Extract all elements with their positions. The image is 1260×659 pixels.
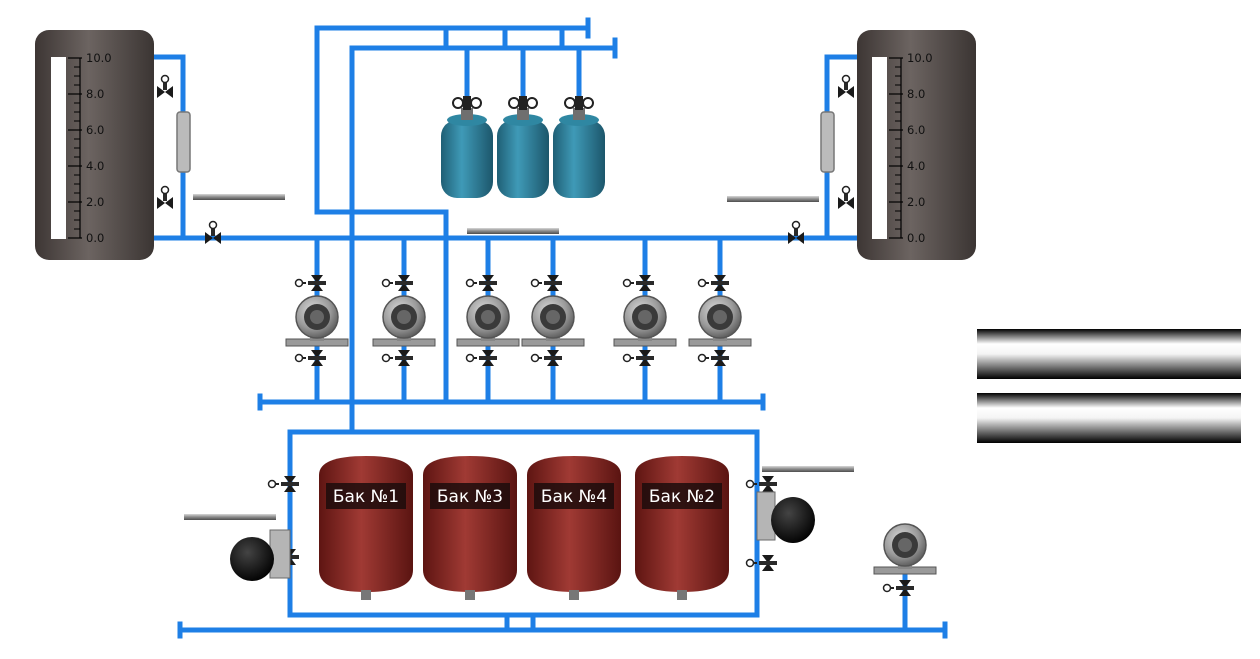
valve-icon[interactable] bbox=[882, 580, 915, 596]
valve-icon[interactable] bbox=[205, 220, 221, 245]
expansion-tank-label: Бак №3 bbox=[437, 487, 503, 507]
valve-group bbox=[157, 74, 915, 596]
scale-label: 2.0 bbox=[86, 195, 104, 209]
valve-icon[interactable] bbox=[564, 96, 594, 110]
pipe bbox=[314, 25, 591, 215]
valve-icon[interactable] bbox=[465, 275, 498, 291]
valve-icon[interactable] bbox=[267, 476, 300, 492]
filter-icon bbox=[441, 108, 493, 198]
scale-label: 4.0 bbox=[86, 159, 104, 173]
valve-icon[interactable] bbox=[697, 350, 730, 366]
scale-label: 6.0 bbox=[907, 123, 925, 137]
level-gauge-window bbox=[51, 57, 66, 239]
side-pump-left bbox=[230, 529, 291, 581]
expansion-tank: Бак №4 bbox=[527, 456, 621, 600]
sensor-bars bbox=[184, 194, 854, 520]
sensor-bar bbox=[762, 466, 854, 472]
valve-icon[interactable] bbox=[838, 74, 854, 99]
filter-group bbox=[441, 108, 605, 198]
valve-icon[interactable] bbox=[465, 350, 498, 366]
pipe bbox=[824, 54, 861, 241]
pipe bbox=[314, 209, 449, 403]
valve-icon[interactable] bbox=[788, 220, 804, 245]
expansion-tank: Бак №1 bbox=[319, 456, 413, 600]
pump-icon[interactable] bbox=[372, 295, 436, 347]
pump-icon[interactable] bbox=[456, 295, 520, 347]
valve-icon[interactable] bbox=[294, 350, 327, 366]
scale-label: 8.0 bbox=[86, 87, 104, 101]
scale-label: 8.0 bbox=[907, 87, 925, 101]
pipe bbox=[287, 429, 760, 618]
pump-icon[interactable] bbox=[613, 295, 677, 347]
valve-icon[interactable] bbox=[530, 350, 563, 366]
expansion-tank: Бак №2 bbox=[635, 456, 729, 600]
scale-label: 2.0 bbox=[907, 195, 925, 209]
valve-icon[interactable] bbox=[157, 185, 173, 210]
valve-icon[interactable] bbox=[745, 555, 778, 571]
sensor-bar bbox=[467, 228, 559, 234]
valve-icon[interactable] bbox=[622, 350, 655, 366]
level-gauge-scale: 10.0 8.0 6.0 4.0 2.0 0.0 bbox=[889, 51, 933, 245]
pump-icon[interactable] bbox=[688, 295, 752, 347]
valve-icon[interactable] bbox=[697, 275, 730, 291]
scale-label: 10.0 bbox=[907, 51, 933, 65]
pipe bbox=[149, 54, 186, 241]
level-gauge-left: 10.0 8.0 6.0 4.0 2.0 0.0 bbox=[35, 30, 154, 260]
side-pump-right bbox=[756, 491, 815, 543]
valve-icon[interactable] bbox=[530, 275, 563, 291]
level-gauge-scale: 10.0 8.0 6.0 4.0 2.0 0.0 bbox=[68, 51, 112, 245]
valve-icon[interactable] bbox=[622, 275, 655, 291]
valve-icon[interactable] bbox=[508, 96, 538, 110]
valve-icon[interactable] bbox=[745, 476, 778, 492]
valve-icon[interactable] bbox=[157, 74, 173, 99]
expansion-tank-label: Бак №1 bbox=[333, 487, 399, 507]
pipe bbox=[349, 45, 618, 433]
pump-group bbox=[285, 295, 937, 575]
scale-label: 6.0 bbox=[86, 123, 104, 137]
expansion-tank-group: Бак №1 Бак №3 Бак №4 Бак №2 bbox=[319, 456, 729, 600]
expansion-tank-label: Бак №2 bbox=[649, 487, 715, 507]
valve-icon[interactable] bbox=[452, 96, 482, 110]
expansion-tank-label: Бак №4 bbox=[541, 487, 607, 507]
filter-icon bbox=[497, 108, 549, 198]
level-gauge-window bbox=[872, 57, 887, 239]
scale-label: 0.0 bbox=[907, 231, 925, 245]
pump-icon[interactable] bbox=[285, 295, 349, 347]
expansion-tank: Бак №3 bbox=[423, 456, 517, 600]
valve-icon[interactable] bbox=[381, 350, 414, 366]
pump-icon[interactable] bbox=[521, 295, 585, 347]
valve-icon[interactable] bbox=[381, 275, 414, 291]
sensor-bar bbox=[727, 196, 819, 202]
chrome-tube-lower bbox=[977, 393, 1241, 443]
sight-glass-right bbox=[820, 111, 835, 173]
sight-glass-left bbox=[176, 111, 191, 173]
scale-label: 0.0 bbox=[86, 231, 104, 245]
sensor-bar bbox=[184, 514, 276, 520]
scale-label: 4.0 bbox=[907, 159, 925, 173]
chrome-tube-upper bbox=[977, 329, 1241, 379]
scale-label: 10.0 bbox=[86, 51, 112, 65]
pump-icon[interactable] bbox=[873, 523, 937, 575]
level-gauge-right: 10.0 8.0 6.0 4.0 2.0 0.0 bbox=[857, 30, 976, 260]
sensor-bar bbox=[193, 194, 285, 200]
valve-icon[interactable] bbox=[838, 185, 854, 210]
filter-icon bbox=[553, 108, 605, 198]
valve-icon[interactable] bbox=[294, 275, 327, 291]
